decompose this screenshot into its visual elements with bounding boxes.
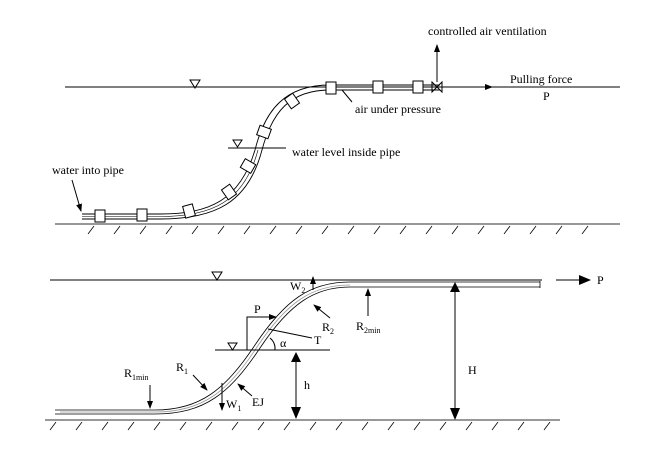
hatch-mark — [335, 421, 343, 431]
hatch-mark — [491, 421, 499, 431]
hatch-mark — [217, 225, 225, 235]
floater — [182, 203, 196, 219]
h-label: h — [304, 378, 310, 392]
hatch-mark — [257, 421, 265, 431]
floater — [325, 81, 337, 95]
water-into-pipe-label: water into pipe — [52, 163, 124, 177]
hatch-mark — [75, 421, 83, 431]
floater — [283, 92, 301, 110]
hatch-mark — [451, 225, 459, 235]
hatch-mark — [179, 421, 187, 431]
T-label: T — [314, 333, 322, 347]
W1-label: W1 — [226, 397, 241, 413]
hatch-mark — [477, 225, 485, 235]
hatch-mark — [555, 225, 563, 235]
hatch-mark — [283, 421, 291, 431]
H-label: H — [468, 363, 477, 377]
floater — [256, 124, 272, 140]
hatch-mark — [399, 225, 407, 235]
floater — [220, 183, 238, 201]
floater — [239, 157, 257, 175]
water-level-triangle-icon — [211, 271, 223, 281]
hatch-mark — [127, 421, 135, 431]
water-into-arrow — [71, 179, 82, 212]
hatch-mark — [465, 421, 473, 431]
water-level-inside-label: water level inside pipe — [292, 145, 400, 159]
hatch-mark — [439, 421, 447, 431]
seabed-hatching — [87, 225, 589, 235]
R2-label: R2 — [322, 320, 334, 336]
R1min-label: R1min — [124, 366, 148, 382]
R1-label: R1 — [176, 360, 188, 376]
hatch-mark — [543, 421, 551, 431]
T-leader-line — [267, 328, 313, 339]
hatch-mark — [165, 225, 173, 235]
hatch-mark — [231, 421, 239, 431]
air-leader-line — [341, 89, 353, 103]
P-force-label: P — [254, 302, 261, 316]
hatch-mark — [347, 225, 355, 235]
floater — [372, 80, 384, 94]
hatch-mark — [101, 421, 109, 431]
pipe-profile — [55, 281, 541, 415]
air-under-pressure-label: air under pressure — [355, 102, 441, 116]
hatch-mark — [153, 421, 161, 431]
W2-label: W2 — [290, 279, 305, 295]
inner-water-triangle-icon — [232, 139, 243, 148]
pulling-force-P-label: P — [597, 273, 604, 287]
top-diagram: controlled air ventilation Pulling force… — [52, 24, 620, 235]
hatch-mark — [243, 225, 251, 235]
pipe-floaters — [94, 80, 424, 223]
alpha-label: α — [280, 336, 287, 350]
hatch-mark — [205, 421, 213, 431]
hatch-mark — [581, 225, 589, 235]
hatch-mark — [269, 225, 277, 235]
hatch-mark — [139, 225, 147, 235]
bottom-diagram: P W2 R2min R2 H h P T α R1 R1min W1 EJ — [45, 271, 604, 431]
pulling-force-label: Pulling force — [510, 72, 572, 86]
hatch-mark — [425, 225, 433, 235]
alpha-angle-arc — [269, 337, 276, 351]
EJ-arrow — [237, 383, 253, 397]
pulling-force-symbol: P — [543, 89, 550, 103]
water-level-triangle-icon — [189, 79, 201, 89]
EJ-label: EJ — [252, 395, 264, 409]
floater — [412, 80, 424, 94]
hatch-mark — [517, 421, 525, 431]
floater — [136, 208, 148, 222]
R2-arrow — [313, 304, 331, 319]
floater — [94, 209, 106, 223]
hatch-mark — [373, 225, 381, 235]
hatch-mark — [361, 421, 369, 431]
hatch-mark — [503, 225, 511, 235]
inner-water-triangle-icon — [227, 342, 238, 351]
ventilation-label: controlled air ventilation — [428, 24, 547, 38]
hatch-mark — [413, 421, 421, 431]
hatch-mark — [529, 225, 537, 235]
seabed-hatching — [49, 421, 551, 431]
hatch-mark — [113, 225, 121, 235]
hatch-mark — [295, 225, 303, 235]
hatch-mark — [49, 421, 57, 431]
R2min-label: R2min — [356, 319, 380, 335]
P-force-bracket — [246, 316, 275, 350]
hatch-mark — [191, 225, 199, 235]
hatch-mark — [87, 225, 95, 235]
hatch-mark — [321, 225, 329, 235]
hatch-mark — [309, 421, 317, 431]
valve-icon — [431, 80, 443, 94]
hatch-mark — [387, 421, 395, 431]
R1-arrow — [192, 374, 208, 391]
